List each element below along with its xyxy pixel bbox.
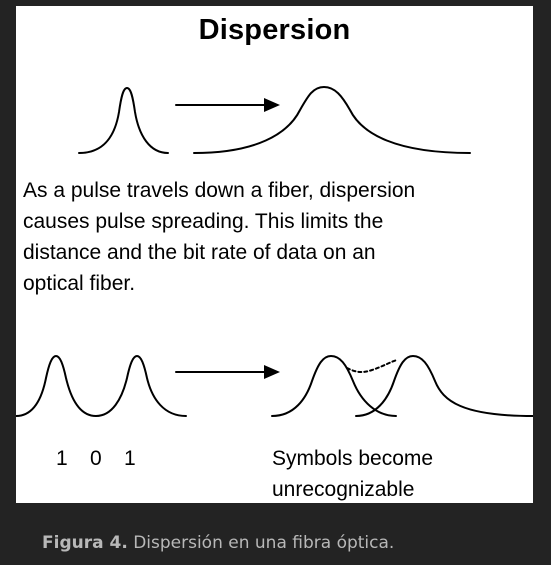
symbols-label-line: unrecognizable <box>272 478 415 501</box>
bit-label: 1 <box>124 447 136 470</box>
arrow-head-bottom <box>264 365 280 379</box>
caption-text: Dispersión en una fibra óptica. <box>133 533 395 553</box>
arrow-head-top <box>264 98 280 112</box>
overlap-dotted-line <box>346 359 398 374</box>
description-line: As a pulse travels down a fiber, dispers… <box>23 179 416 202</box>
narrow-pulse <box>78 87 169 154</box>
description-text: As a pulse travels down a fiber, dispers… <box>23 175 528 299</box>
description-line: causes pulse spreading. This limits the <box>23 210 384 233</box>
description-line: optical fiber. <box>23 272 136 295</box>
broad-pulse-right <box>355 355 533 417</box>
description-line: distance and the bit rate of data on an <box>23 241 376 264</box>
bit-label: 0 <box>90 447 102 470</box>
pulse-train <box>16 355 187 417</box>
figure-caption: Figura 4. Dispersión en una fibra óptica… <box>42 533 394 553</box>
figure-title: Dispersion <box>198 14 351 46</box>
broad-pulse-left <box>271 355 397 417</box>
bit-label: 1 <box>56 447 68 470</box>
symbols-label-line: Symbols become <box>272 447 434 470</box>
dispersion-illustration <box>16 86 533 417</box>
dispersion-figure: Dispersion As a pulse travels down a fib… <box>16 6 533 503</box>
symbols-label: Symbols become unrecognizable <box>272 443 433 503</box>
caption-label: Figura 4. <box>42 533 128 553</box>
broad-pulse <box>193 86 471 154</box>
